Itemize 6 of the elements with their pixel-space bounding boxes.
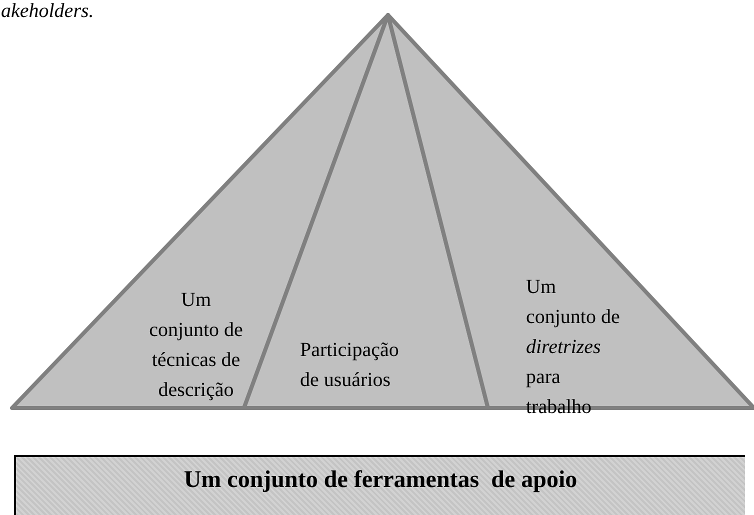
section-text: Participação de usuários (300, 338, 400, 393)
base-bar (14, 455, 745, 515)
text-fragment: akeholders. (1, 0, 94, 23)
section-text: Um conjunto de diretrizes para trabalho (526, 275, 621, 420)
bar-text: Um conjunto de ferramentas de apoio (184, 466, 578, 494)
section-text: Um conjunto de técnicas de descrição (148, 288, 244, 403)
